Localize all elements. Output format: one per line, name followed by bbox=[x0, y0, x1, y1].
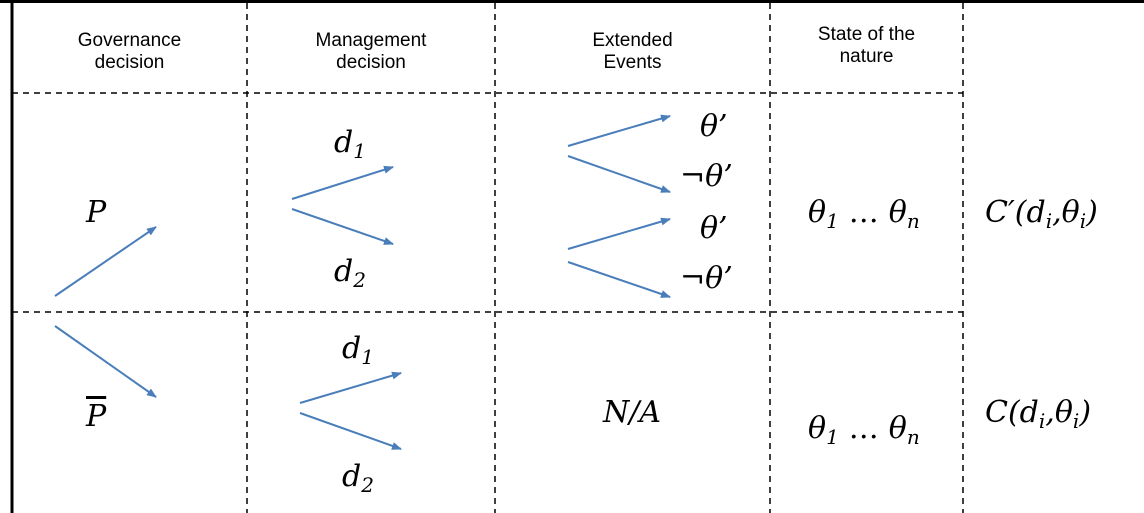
d1-base: d bbox=[334, 125, 354, 160]
header-management-line2: decision bbox=[336, 52, 406, 73]
header-extended-line2: Events bbox=[603, 52, 662, 73]
decision-d1: d1 bbox=[334, 126, 366, 168]
cost-name: C′ bbox=[985, 195, 1015, 230]
decision-d2: d2 bbox=[342, 460, 374, 502]
header-state-line2: nature bbox=[839, 46, 894, 67]
arrow-governance-up bbox=[54, 226, 157, 297]
theta-last: θ bbox=[888, 411, 907, 446]
arrow-event-theta bbox=[567, 217, 671, 250]
governance-p: P bbox=[86, 195, 107, 230]
arrow-event-not-theta bbox=[567, 155, 671, 193]
ellipsis: … bbox=[848, 411, 879, 446]
header-management-line1: Management bbox=[315, 30, 427, 51]
events-na: N/A bbox=[603, 395, 662, 430]
d2-base: d bbox=[342, 459, 362, 494]
theta-first-sub: 1 bbox=[826, 425, 839, 449]
arrow-management-d1 bbox=[291, 165, 394, 200]
header-governance-line2: decision bbox=[94, 52, 165, 73]
theta-first: θ bbox=[808, 195, 827, 230]
theta-first: θ bbox=[808, 411, 827, 446]
event-not-theta-prime: ¬θ’ bbox=[680, 261, 733, 296]
header-management: Management decision bbox=[247, 30, 495, 74]
theta-last-sub: n bbox=[906, 425, 920, 449]
cost-c: C(di,θi) bbox=[985, 396, 1091, 438]
decision-d1: d1 bbox=[342, 332, 374, 374]
decision-d2: d2 bbox=[334, 255, 366, 297]
theta-first-sub: 1 bbox=[826, 209, 839, 233]
header-governance-line1: Governance bbox=[77, 30, 182, 51]
d1-sub: 1 bbox=[353, 139, 366, 163]
d1-base: d bbox=[342, 331, 362, 366]
d2-sub: 2 bbox=[361, 473, 374, 497]
theta-last-sub: n bbox=[906, 209, 920, 233]
header-state-line1: State of the bbox=[817, 24, 916, 45]
theta-last: θ bbox=[888, 195, 907, 230]
d2-base: d bbox=[334, 254, 354, 289]
cost-name: C bbox=[985, 395, 1008, 430]
header-governance: Governance decision bbox=[12, 30, 247, 74]
arrow-event-theta bbox=[567, 114, 671, 147]
cost-close: ) bbox=[1086, 195, 1098, 230]
state-theta-range: θ1…θn bbox=[808, 412, 920, 454]
ellipsis: … bbox=[848, 195, 879, 230]
header-extended-events: Extended Events bbox=[495, 30, 770, 74]
cost-sub-2: i bbox=[1072, 409, 1080, 433]
event-not-theta-prime: ¬θ’ bbox=[680, 159, 733, 194]
arrow-event-not-theta bbox=[567, 261, 671, 298]
arrow-management-d2 bbox=[291, 208, 394, 245]
d2-sub: 2 bbox=[353, 268, 366, 292]
cost-c-prime: C′(di,θi) bbox=[985, 196, 1098, 238]
cost-sub-1: i bbox=[1038, 409, 1046, 433]
cost-sub-1: i bbox=[1045, 209, 1053, 233]
state-theta-range: θ1…θn bbox=[808, 196, 920, 238]
header-state-of-nature: State of the nature bbox=[770, 24, 963, 68]
cost-sep: ,θ bbox=[1052, 195, 1080, 230]
header-extended-line1: Extended bbox=[592, 30, 673, 51]
cost-args: (d bbox=[1007, 395, 1039, 430]
arrow-governance-down bbox=[54, 325, 157, 398]
cost-close: ) bbox=[1079, 395, 1092, 430]
governance-p-bar: P bbox=[86, 399, 107, 434]
arrow-management-d1 bbox=[299, 371, 402, 404]
cost-sub-2: i bbox=[1079, 209, 1087, 233]
arrow-management-d2 bbox=[299, 412, 402, 450]
d1-sub: 1 bbox=[361, 345, 374, 369]
event-theta-prime: θ’ bbox=[700, 211, 728, 246]
cost-sep: ,θ bbox=[1045, 395, 1073, 430]
event-theta-prime: θ’ bbox=[700, 109, 728, 144]
cost-args: (d bbox=[1014, 195, 1046, 230]
